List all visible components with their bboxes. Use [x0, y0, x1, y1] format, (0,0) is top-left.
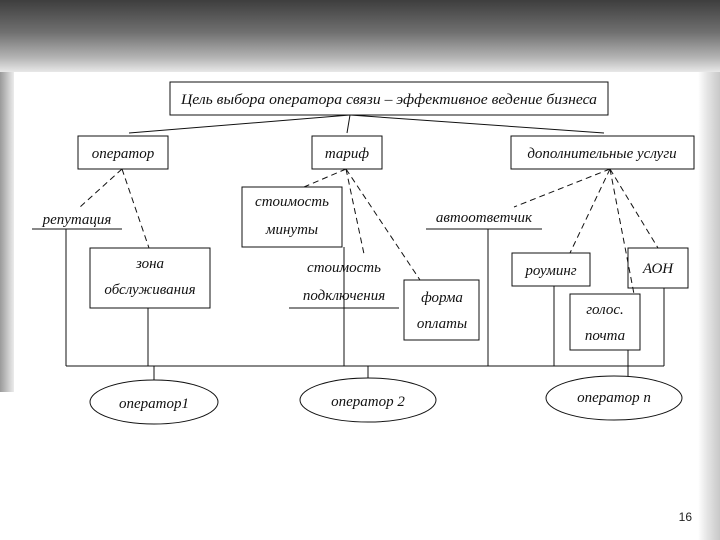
- answering-label: автоответчик: [436, 210, 533, 226]
- tariff-label: тариф: [325, 146, 370, 162]
- aon-label: АОН: [642, 261, 674, 277]
- operator1-ellipse: [89, 379, 219, 425]
- header-band: [0, 0, 720, 72]
- page-number: 16: [678, 510, 692, 524]
- cost-minute-label-1: стоимость: [255, 194, 329, 210]
- zone-label-1: зона: [135, 256, 164, 272]
- title-services-link: [349, 114, 605, 134]
- payment-label-2: оплаты: [417, 316, 467, 332]
- voicemail-label-2: почта: [585, 328, 625, 344]
- roaming-box: [511, 252, 591, 287]
- cost-connection-label-2: подключения: [303, 288, 385, 304]
- aon-box: [627, 247, 689, 289]
- voicemail-label-1: голос.: [586, 302, 624, 318]
- title-operator-link: [128, 114, 351, 134]
- cost-connection-label-1: стоимость: [307, 260, 381, 276]
- title-box: [169, 81, 609, 116]
- voicemail-box: [569, 293, 641, 351]
- right-decor-band: [698, 72, 720, 540]
- cost-minute-box: [241, 186, 343, 248]
- zone-box: [89, 247, 211, 309]
- cost-minute-label-2: минуты: [265, 222, 318, 238]
- payment-label-1: форма: [421, 290, 463, 306]
- zone-label-2: обслуживания: [104, 282, 195, 298]
- tariff-box: [311, 135, 383, 170]
- operator-box: [77, 135, 169, 170]
- payment-box: [403, 279, 480, 341]
- roaming-label: роуминг: [524, 263, 576, 279]
- operator2-ellipse: [299, 377, 437, 423]
- operatorn-label: оператор n: [577, 390, 651, 406]
- operator2-label: оператор 2: [331, 394, 405, 410]
- operatorn-ellipse: [545, 375, 683, 421]
- operator-label: оператор: [92, 146, 155, 162]
- operator1-label: оператор1: [119, 396, 189, 412]
- goal-hierarchy-diagram: Цель выбора оператора связи – эффективно…: [14, 72, 698, 432]
- title-text: Цель выбора оператора связи – эффективно…: [180, 92, 597, 108]
- services-label: дополнительные услуги: [527, 146, 676, 162]
- services-box: [510, 135, 695, 170]
- left-decor-band: [0, 72, 14, 392]
- reputation-label: репутация: [42, 212, 112, 228]
- title-tariff-link: [346, 114, 351, 134]
